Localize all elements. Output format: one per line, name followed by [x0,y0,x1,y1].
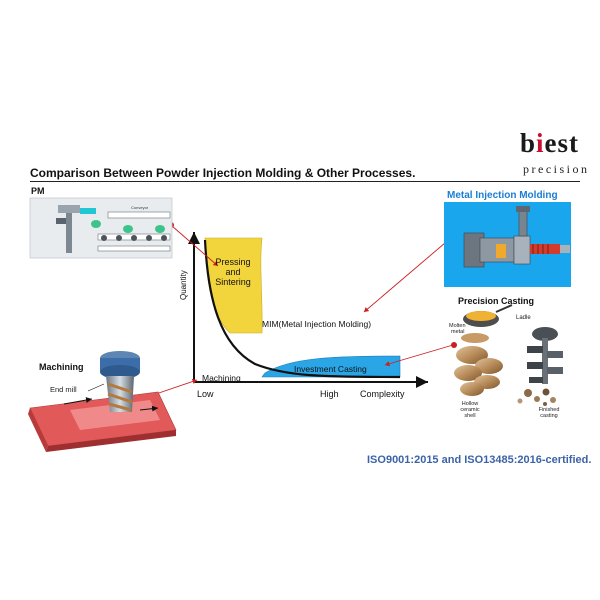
pm-illustration: Conveyor [29,197,173,259]
shell-label-line1: Hollow [462,401,479,407]
x-tick-low: Low [197,389,214,399]
machining-illustration [28,351,177,452]
precision-casting-label: Precision Casting [458,296,534,306]
logo-letter-b: b [520,128,537,158]
pressing-label-line3: Sintering [215,277,251,287]
precision-casting-illustration [454,304,563,406]
chart-blue-region [261,355,401,378]
mim-panel-title: Metal Injection Molding [447,190,558,201]
finished-label-line2: casting [540,413,557,419]
casting-pointer-line [384,344,454,367]
y-axis-label: Quantity [179,270,188,300]
mim-label: MIM(Metal Injection Molding) [262,319,371,329]
ladle-label: Ladle [516,315,531,321]
logo-letters-est: est [544,128,580,158]
brand-logo: biest [520,130,579,157]
x-axis-label: Complexity [360,389,405,399]
machining-label: Machining [39,362,84,372]
mim-machine-illustration [444,202,571,287]
finished-label-line1: Finished [539,407,560,413]
quantity-curve [203,239,401,379]
machining-chart-label: Machining [202,373,241,383]
pressing-label-line1: Pressing [215,257,250,267]
pm-pointer-line [171,225,219,267]
shell-label-line3: shell [464,413,475,419]
molten-metal-label-line1: Molten [449,323,466,329]
pm-belt-label: Conveyor [131,205,149,210]
molten-metal-label-line2: metal [451,329,464,335]
investment-casting-label: Investment Casting [294,364,367,374]
title-underline [30,181,580,182]
certification-text: ISO9001:2015 and ISO13485:2016-certified… [367,454,592,466]
logo-letter-i: i [536,128,545,158]
shell-label-line2: ceramic [460,407,480,413]
page-title: Comparison Between Powder Injection Mold… [30,166,416,180]
pressing-label-line2: and [225,267,240,277]
end-mill-label: End mill [50,385,77,394]
brand-logo-subtitle: precision [523,162,590,176]
pm-label: PM [31,186,45,196]
mim-pointer-arrow [363,236,453,313]
x-tick-high: High [320,389,339,399]
casting-pointer-dot [451,342,457,348]
